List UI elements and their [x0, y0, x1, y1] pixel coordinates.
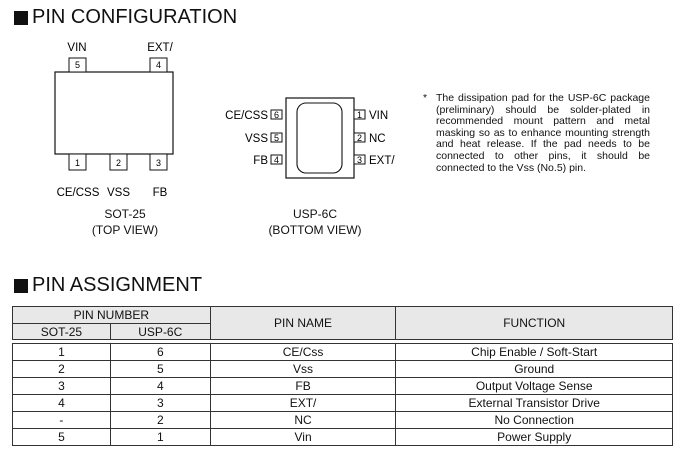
header-pin-number: PIN NUMBER	[12, 306, 211, 324]
table-row: - 2 NC No Connection	[12, 411, 673, 429]
usp6c-pin-2	[353, 132, 366, 143]
cell-function: Power Supply	[395, 428, 673, 446]
cell-function: External Transistor Drive	[395, 394, 673, 412]
cell-usp6c: 4	[109, 377, 211, 395]
sot25-pin-2-name: VSS	[107, 187, 130, 199]
cell-pin-name: NC	[209, 411, 397, 429]
table-row: 1 6 CE/Css Chip Enable / Soft-Start	[12, 343, 673, 361]
sot25-pin-3	[149, 153, 168, 171]
heading-square-icon	[14, 10, 28, 25]
cell-pin-name: EXT/	[209, 394, 397, 412]
cell-usp6c: 2	[109, 411, 211, 429]
sot25-pin-3-name: FB	[153, 187, 168, 199]
usp6c-pin-5	[270, 132, 283, 143]
table-row: 2 5 Vss Ground	[12, 360, 673, 378]
usp6c-caption: USP-6C (BOTTOM VIEW)	[255, 206, 375, 238]
header-usp6c: USP-6C	[109, 323, 211, 340]
sot25-pin-1-name: CE/CSS	[57, 187, 100, 199]
pin-configuration-heading: PIN CONFIGURATION	[14, 6, 237, 29]
dissipation-pad-note: * The dissipation pad for the USP-6C pac…	[423, 92, 650, 174]
sot25-pin-5-number: 5	[75, 60, 80, 70]
cell-sot25: 2	[12, 360, 111, 378]
pin-assignment-title: PIN ASSIGNMENT	[32, 274, 203, 296]
usp6c-pin-5-name: VSS	[245, 133, 268, 145]
cell-function: Output Voltage Sense	[395, 377, 673, 395]
sot25-pin-5-name: VIN	[67, 42, 86, 54]
usp6c-pin-1-number: 1	[357, 110, 362, 120]
sot25-pin-3-number: 3	[156, 158, 161, 168]
pin-assignment-table: PIN NUMBER PIN NAME FUNCTION SOT-25 USP-…	[12, 306, 673, 446]
usp6c-thermal-pad	[296, 102, 343, 174]
usp6c-pin-2-number: 2	[357, 133, 362, 143]
sot25-pin-2	[109, 153, 128, 171]
cell-function: Ground	[395, 360, 673, 378]
cell-pin-name: Vin	[209, 428, 397, 446]
pin-configuration-title: PIN CONFIGURATION	[32, 6, 238, 28]
usp6c-pin-6-number: 6	[274, 110, 279, 120]
sot25-diagram: 5 4 1 2 3 VIN EXT/ CE/CSS VSS FB	[54, 42, 174, 199]
usp6c-pin-1-name: VIN	[369, 110, 388, 122]
cell-pin-name: Vss	[209, 360, 397, 378]
sot25-pin-1-number: 1	[75, 158, 80, 168]
cell-usp6c: 3	[109, 394, 211, 412]
usp6c-package-name: USP-6C	[292, 207, 337, 221]
usp6c-pin-4-number: 4	[274, 155, 279, 165]
note-asterisk: *	[423, 92, 428, 104]
usp6c-pin-3	[353, 154, 366, 165]
header-function: FUNCTION	[395, 306, 673, 340]
table-row: 5 1 Vin Power Supply	[12, 428, 673, 446]
usp6c-view-label: (BOTTOM VIEW)	[268, 223, 362, 237]
cell-sot25: 4	[12, 394, 111, 412]
usp6c-diagram: 6 5 4 1 2 3 CE/CSS VSS FB VIN NC EXT/	[225, 97, 395, 179]
cell-pin-name: FB	[209, 377, 397, 395]
sot25-caption: SOT-25 (TOP VIEW)	[70, 206, 180, 238]
cell-usp6c: 1	[109, 428, 211, 446]
cell-sot25: -	[12, 411, 111, 429]
sot25-pin-5	[68, 57, 87, 73]
cell-sot25: 1	[12, 343, 111, 361]
sot25-package-name: SOT-25	[104, 207, 146, 221]
table-row: 3 4 FB Output Voltage Sense	[12, 377, 673, 395]
cell-usp6c: 5	[109, 360, 211, 378]
cell-pin-name: CE/Css	[209, 343, 397, 361]
cell-function: Chip Enable / Soft-Start	[395, 343, 673, 361]
heading-square-icon	[14, 278, 28, 293]
usp6c-pin-4	[270, 154, 283, 165]
usp6c-pin-3-number: 3	[357, 155, 362, 165]
cell-function: No Connection	[395, 411, 673, 429]
header-sot25: SOT-25	[12, 323, 111, 340]
sot25-pin-4-name: EXT/	[147, 42, 173, 54]
table-row: 4 3 EXT/ External Transistor Drive	[12, 394, 673, 412]
sot25-pin-4	[149, 57, 168, 73]
usp6c-pin-6	[270, 109, 283, 120]
note-text: The dissipation pad for the USP-6C packa…	[436, 92, 650, 174]
usp6c-pin-5-number: 5	[274, 133, 279, 143]
header-pin-name: PIN NAME	[209, 306, 397, 340]
sot25-pin-4-number: 4	[156, 60, 161, 70]
usp6c-pin-1	[353, 109, 366, 120]
sot25-view-label: (TOP VIEW)	[91, 223, 159, 237]
cell-usp6c: 6	[109, 343, 211, 361]
usp6c-pin-3-name: EXT/	[369, 155, 395, 167]
usp6c-pin-4-name: FB	[253, 155, 268, 167]
usp6c-pin-2-name: NC	[369, 133, 386, 145]
cell-sot25: 5	[12, 428, 111, 446]
sot25-body	[54, 71, 174, 155]
pin-assignment-heading: PIN ASSIGNMENT	[14, 274, 202, 297]
usp6c-pin-6-name: CE/CSS	[225, 110, 268, 122]
sot25-pin-1	[68, 153, 87, 171]
sot25-pin-2-number: 2	[116, 158, 121, 168]
cell-sot25: 3	[12, 377, 111, 395]
